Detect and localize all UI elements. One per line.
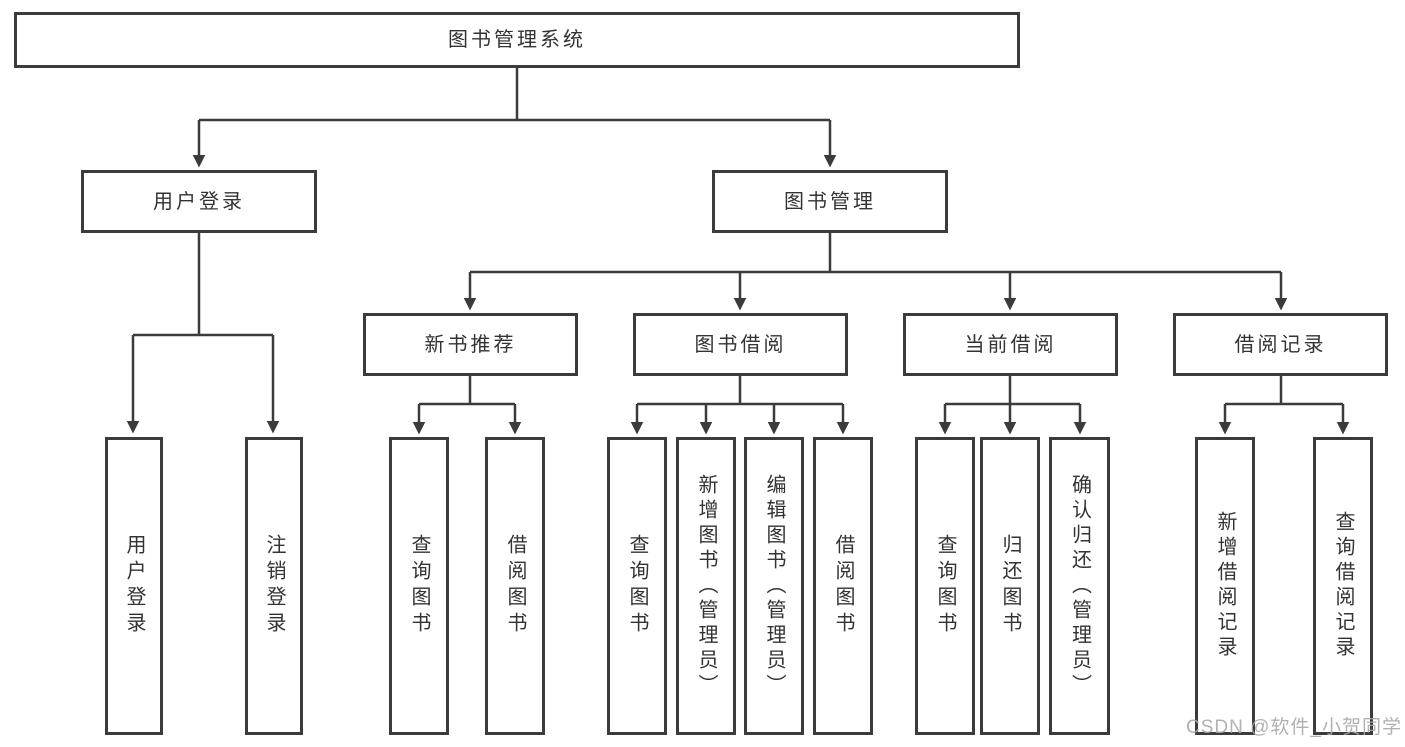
leaf-logout: 注销登录 xyxy=(245,437,303,735)
node-borrowing-records: 借阅记录 xyxy=(1173,313,1388,376)
leaf-edit-books-admin: 编辑图书（管理员） xyxy=(744,437,804,735)
node-user-login: 用户登录 xyxy=(81,170,317,233)
leaf-query-books-current: 查询图书 xyxy=(915,437,975,735)
node-new-book-recommendation: 新书推荐 xyxy=(363,313,578,376)
leaf-query-borrow-record: 查询借阅记录 xyxy=(1313,437,1373,735)
leaf-borrow-books-recommend: 借阅图书 xyxy=(485,437,545,735)
node-library-management-system: 图书管理系统 xyxy=(14,12,1020,68)
leaf-borrow-books: 借阅图书 xyxy=(813,437,873,735)
leaf-add-borrow-record: 新增借阅记录 xyxy=(1195,437,1255,735)
node-current-borrowing: 当前借阅 xyxy=(903,313,1118,376)
leaf-add-books-admin: 新增图书（管理员） xyxy=(676,437,736,735)
leaf-query-books-recommend: 查询图书 xyxy=(389,437,449,735)
leaf-confirm-return-admin: 确认归还（管理员） xyxy=(1049,437,1110,735)
leaf-return-books: 归还图书 xyxy=(980,437,1040,735)
leaf-user-login: 用户登录 xyxy=(105,437,163,735)
leaf-query-books-borrowing: 查询图书 xyxy=(607,437,667,735)
watermark: CSDN @软件_小贺同学 xyxy=(1186,717,1402,738)
node-book-management: 图书管理 xyxy=(712,170,948,233)
node-book-borrowing: 图书借阅 xyxy=(633,313,848,376)
